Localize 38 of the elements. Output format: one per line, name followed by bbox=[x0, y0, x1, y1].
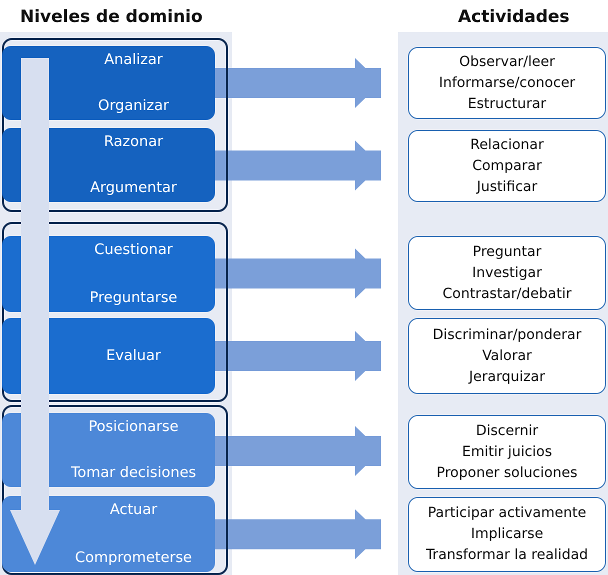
level-text: Actuar bbox=[110, 501, 158, 520]
activity-text: Contrastar/debatir bbox=[442, 284, 572, 304]
level-text: Tomar decisiones bbox=[70, 464, 196, 483]
activity-text: Investigar bbox=[472, 264, 542, 282]
activity-text: Preguntar bbox=[472, 242, 542, 262]
activity-box bbox=[408, 415, 606, 489]
activity-text: Justificar bbox=[476, 178, 538, 196]
arrow bbox=[215, 58, 381, 108]
activity-text: Discernir bbox=[476, 422, 538, 440]
activity-text: Observar/leer bbox=[459, 52, 555, 72]
level-text: Argumentar bbox=[90, 179, 177, 198]
activity-text: Transformar la realidad bbox=[426, 546, 588, 565]
activity-text: Emitir juicios bbox=[462, 442, 552, 462]
activity-box bbox=[408, 318, 606, 394]
activity-box bbox=[408, 47, 606, 119]
activity-text: Proponer soluciones bbox=[436, 464, 578, 482]
activity-text: Implicarse bbox=[470, 525, 544, 544]
activity-text: Estructurar bbox=[468, 94, 546, 114]
activity-box bbox=[408, 130, 606, 202]
level-text: Cuestionar bbox=[94, 241, 173, 260]
activity-text: Valorar bbox=[482, 346, 532, 366]
column-heading: Actividades bbox=[458, 7, 570, 27]
activity-text: Comparar bbox=[472, 156, 542, 176]
level-text: Razonar bbox=[104, 133, 164, 152]
activity-text: Informarse/conocer bbox=[438, 74, 576, 92]
activity-box bbox=[408, 236, 606, 310]
level-text: Analizar bbox=[104, 51, 163, 70]
level-text: Comprometerse bbox=[75, 549, 192, 568]
level-text: Posicionarse bbox=[88, 418, 179, 437]
level-text: Preguntarse bbox=[90, 289, 178, 308]
column-heading: Niveles de dominio bbox=[20, 7, 203, 27]
level-text: Evaluar bbox=[106, 347, 161, 366]
activity-text: Jerarquizar bbox=[469, 368, 545, 386]
activity-text: Participar activamente bbox=[428, 504, 586, 523]
activity-text: Relacionar bbox=[470, 136, 544, 154]
activity-box bbox=[408, 497, 606, 572]
activity-text: Discriminar/ponderar bbox=[432, 326, 582, 344]
level-text: Organizar bbox=[98, 97, 169, 116]
